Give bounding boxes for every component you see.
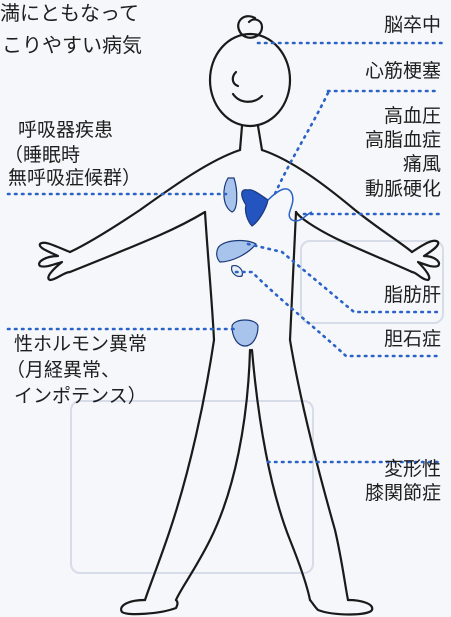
label-mi: 心筋梗塞 xyxy=(364,60,441,82)
right-leg-inner xyxy=(250,348,312,602)
label-hormone-1: 性ホルモン異常 xyxy=(14,333,148,355)
right-arm xyxy=(260,148,414,254)
heart-organ xyxy=(241,189,269,227)
right-arm-lower xyxy=(294,210,414,274)
label-fatty-liver: 脂肪肝 xyxy=(383,284,441,306)
right-leg-outer xyxy=(288,338,350,602)
left-arm xyxy=(68,148,242,254)
vessel-line xyxy=(267,188,313,222)
label-respiratory-2: （睡眠時 xyxy=(4,144,81,166)
reproductive-organ xyxy=(231,319,259,347)
label-respiratory-1: 呼吸器疾患 xyxy=(18,119,114,141)
neck xyxy=(238,124,264,152)
right-hand xyxy=(410,239,441,282)
label-arteriosclerosis: 動脈硬化 xyxy=(364,178,441,200)
head xyxy=(208,32,292,128)
label-gout: 痛風 xyxy=(402,153,441,175)
label-knee-1: 変形性 xyxy=(383,458,441,480)
leader-gallbladder xyxy=(234,270,442,358)
eye xyxy=(231,70,240,88)
label-hormone-3: インポテンス） xyxy=(14,385,147,407)
liver-organ xyxy=(216,239,257,263)
label-gallstone: 胆石症 xyxy=(383,328,441,350)
label-respiratory-3: 無呼吸症候群） xyxy=(8,167,142,189)
lung-organ xyxy=(223,177,238,213)
left-arm-lower xyxy=(68,210,207,274)
torso-right xyxy=(288,210,298,342)
label-knee-2: 膝関節症 xyxy=(364,482,441,504)
title-line-2: こりやすい病気 xyxy=(2,33,142,57)
label-hormone-2: （月経異常、 xyxy=(6,359,121,381)
background-panel xyxy=(300,240,444,324)
hair-bun xyxy=(237,15,264,39)
label-hypertension: 高血圧 xyxy=(383,105,441,127)
leader-lines xyxy=(6,41,444,464)
right-foot xyxy=(308,598,374,616)
left-hand xyxy=(38,241,72,282)
left-leg-inner xyxy=(174,348,252,602)
leader-mi-down xyxy=(272,91,330,198)
left-leg-outer xyxy=(143,338,216,602)
title-line-1: 満にともなって xyxy=(0,1,139,25)
torso-left xyxy=(203,210,216,342)
label-stroke: 脳卒中 xyxy=(383,14,441,36)
organs xyxy=(216,177,269,347)
left-foot xyxy=(120,598,179,616)
label-hyperlipidemia: 高脂血症 xyxy=(364,129,441,151)
mouth xyxy=(231,92,264,103)
